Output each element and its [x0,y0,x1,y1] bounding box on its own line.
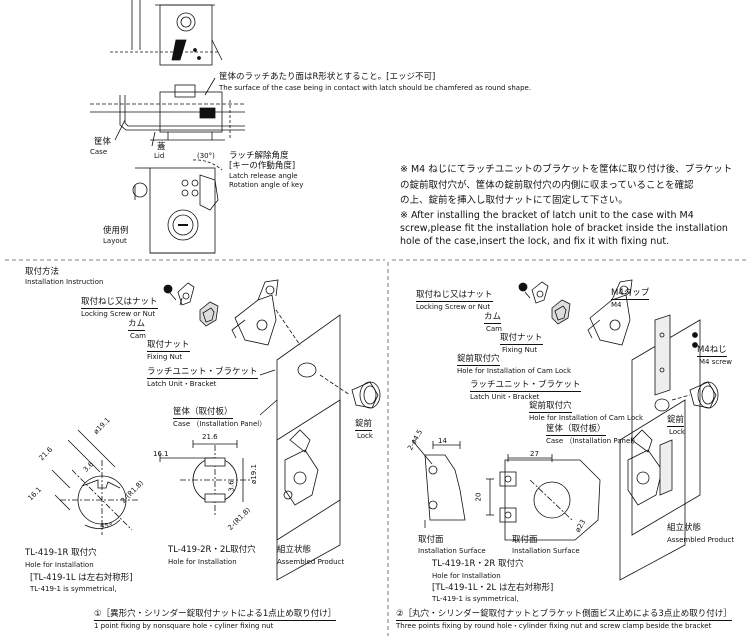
left-asm-jp: 組立状態 [277,545,312,555]
right-m4-en: M4 screw [699,358,732,366]
right-surf2-jp: 取付面 [512,535,538,545]
right-cam-jp: カム [484,312,502,324]
right-caption-jp: ②［丸穴・シリンダー錠取付ナットとブラケット側面ビス止めによる3点止め取り付け］ [396,609,732,621]
right-lockhole2-en: Hole for Installation of Cam Lock [529,414,644,422]
right-panel-jp: 筐体（取付板） [546,424,606,436]
note-jp2: の錠前取付穴が、筐体の錠前取付穴の内側に収まっていることを確認 [400,180,694,191]
note-en1: ※ After installing the bracket of latch … [400,210,694,221]
lid-label-jp: 蓋 [157,142,166,152]
case-label-jp: 筐体 [94,137,112,147]
case-label-en: Case [90,148,108,156]
angle-label: (30°) [197,152,215,160]
right-latch-en: Latch Unit・Bracket [470,393,540,401]
right-asm-jp: 組立状態 [667,523,702,533]
left-lock-jp: 錠前 [355,419,373,431]
right-caption-en: Three points fixing by round hole・cylind… [396,622,712,630]
left-dim-d5: 45° [100,522,113,530]
left-hole1-en: Hole for Installation [25,561,94,569]
left-nut-en: Fixing Nut [147,353,183,361]
left-caption-en: 1 point fixing by nonsquare hole・cyliner… [94,622,274,630]
right-panel-en: Case （Installation Panel） [546,437,640,445]
left-hole-1-drawing [51,429,140,535]
left-panel-jp: 筐体（取付板） [173,407,233,419]
left-screw-jp: 取付ねじ又はナット [81,297,158,309]
left-sym-jp: [TL-419-1L は左右対称形] [30,573,133,583]
right-hole-en: Hole for Installation [432,572,501,580]
release-jp2: [キーの作動角度] [229,161,296,171]
left-caption-jp: ①［異形穴・シリンダー錠取付ナットによる1点止め取り付け］ [94,609,337,621]
case-note-en: The surface of the case being in contact… [219,84,532,92]
right-sym-jp: [TL-419-1L・2L は左右対称形] [432,583,554,593]
right-lockhole-en: Hole for Installation of Cam Lock [457,367,572,375]
left-lock-en: Lock [357,432,373,440]
left-cam-en: Cam [130,332,146,340]
left-latch-en: Latch Unit・Bracket [147,380,217,388]
note-jp1: ※ M4 ねじにてラッチユニットのブラケットを筐体に取り付け後、ブラケット [400,164,733,175]
left-sym-en: TL-419-1 is symmetrical, [30,585,117,593]
left-dim-d9: ø19.1 [249,464,258,484]
left-cam-jp: カム [128,319,146,331]
release-jp1: ラッチ解除角度 [229,151,289,161]
right-hole-jp: TL-419-1R・2R 取付穴 [432,559,524,569]
note-jp3: の上、錠前を挿入し取付ナットにて固定して下さい。 [400,195,628,206]
right-latch-jp: ラッチユニット・ブラケット [470,380,581,392]
right-lockhole2-jp: 錠前取付穴 [529,401,572,413]
right-surf-jp: 取付面 [418,535,444,545]
right-screw-jp: 取付ねじ又はナット [416,290,493,302]
right-lock-jp: 錠前 [667,415,685,427]
right-screw-en: Locking Screw or Nut [416,303,491,311]
right-lockhole-jp: 錠前取付穴 [457,354,500,366]
right-dim-d4: 20 [474,492,483,502]
layout-jp: 使用例 [103,226,129,236]
left-nut-jp: 取付ナット [147,340,190,352]
right-dim-d3: 27 [530,450,539,458]
lid-label-en: Lid [154,152,165,160]
note-en3: hole of the case,insert the lock, and fi… [400,236,670,247]
left-screw-en: Locking Screw or Nut [81,310,156,318]
left-hole2-jp: TL-419-2R・2L取付穴 [168,545,256,555]
right-tap-jp: M4タップ [611,288,650,300]
left-latch-jp: ラッチユニット・ブラケット [147,367,258,379]
top-latch-drawing [90,0,245,254]
left-panel-en: Case （Installation Panel） [173,420,267,428]
note-en2: screw,please fit the installation hole o… [400,223,728,234]
right-bracket-side-drawing [411,439,466,528]
left-hole2-en: Hole for Installation [168,558,237,566]
right-hole-front-drawing [486,454,601,541]
right-surf2-en: Installation Surface [512,547,580,555]
right-tap-en: M4 [611,301,622,309]
right-dim-d2: 14 [438,437,447,445]
left-assembled-drawing [276,399,341,581]
release-en2: Rotation angle of key [229,181,304,189]
left-dim-d7: 21.6 [202,433,218,441]
right-nut-jp: 取付ナット [500,333,543,345]
right-m4-jp: M4ねじ [697,345,727,357]
left-dim-d8: 16.1 [153,450,169,458]
left-hole1-jp: TL-419-1R 取付穴 [25,548,97,558]
left-dim-d10: 3.6 [227,480,236,492]
right-nut-en: Fixing Nut [502,346,538,354]
right-surf-en: Installation Surface [418,547,486,555]
right-exploded-view [518,279,719,536]
right-assembled-drawing [619,399,686,581]
inst-en: Installation Instruction [25,278,104,286]
right-sym-en: TL-419-1 is symmetrical, [432,595,519,603]
release-en1: Latch release angle [229,172,298,180]
right-cam-en: Cam [486,325,502,333]
case-note-jp: 筐体のラッチあたり面はR形状とすること。[エッジ不可] [219,72,436,82]
right-asm-en: Assembled Product [667,536,735,544]
layout-en: Layout [103,237,127,245]
left-hole-2-drawing [159,440,250,515]
right-lock-en: Lock [669,428,685,436]
inst-jp: 取付方法 [25,267,60,277]
left-asm-en: Assembled Product [277,558,345,566]
